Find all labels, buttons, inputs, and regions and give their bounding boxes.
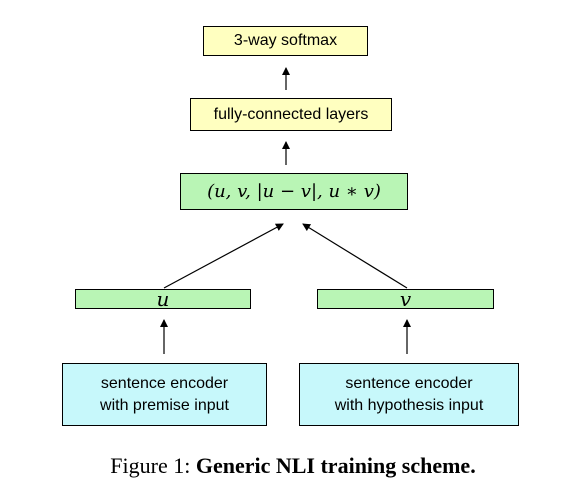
softmax-box: 3-way softmax (203, 26, 368, 56)
feature-combination-box: (u, v, |u − v|, u ∗ v) (180, 173, 408, 210)
v-label: v (399, 287, 412, 311)
caption-title: Generic NLI training scheme. (195, 453, 476, 478)
arrow-u-to-concat (163, 223, 284, 289)
u-label: u (156, 287, 170, 311)
premise-encoder-box: sentence encoder with premise input (62, 363, 267, 426)
fully-connected-box: fully-connected layers (190, 98, 392, 131)
feature-combination-label: (u, v, |u − v|, u ∗ v) (207, 181, 381, 202)
hypothesis-encoder-box: sentence encoder with hypothesis input (299, 363, 519, 426)
softmax-label: 3-way softmax (233, 32, 338, 49)
fully-connected-label: fully-connected layers (213, 105, 369, 123)
premise-encoder-label: sentence encoder with premise input (100, 374, 229, 414)
hypothesis-encoder-label: sentence encoder with hypothesis input (334, 374, 484, 414)
premise-embedding-box: u (75, 289, 251, 309)
hypothesis-embedding-box: v (317, 289, 494, 309)
caption-prefix: Figure 1: (110, 453, 196, 478)
arrow-v-to-concat (302, 223, 408, 289)
figure-caption: Figure 1: Generic NLI training scheme. (0, 453, 586, 479)
